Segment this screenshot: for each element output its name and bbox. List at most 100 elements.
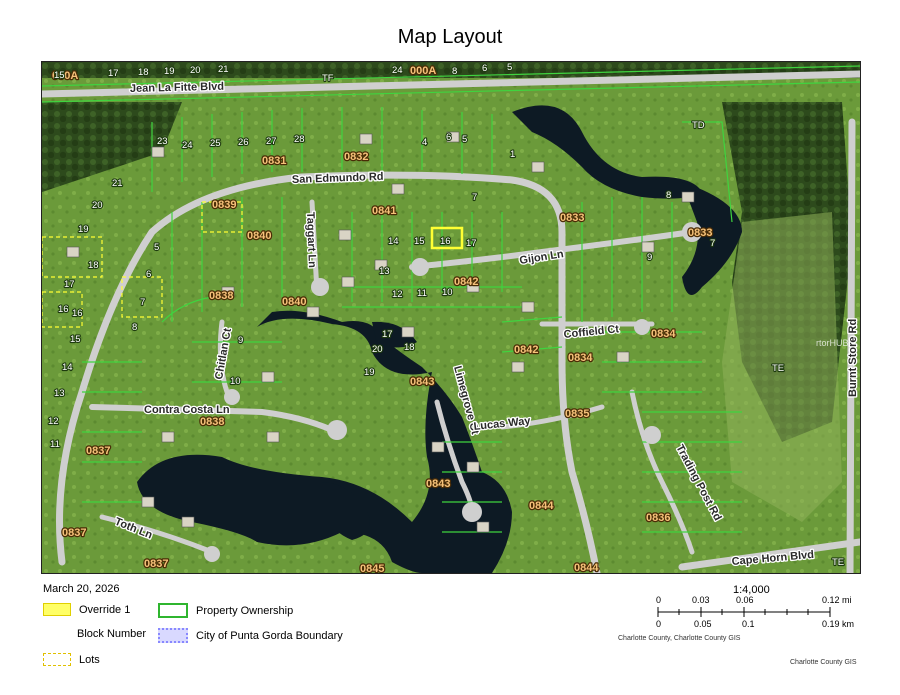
override-swatch (43, 603, 71, 616)
block-label: 0836 (646, 512, 670, 524)
lot-number: 18 (404, 342, 415, 353)
lot-number: 19 (364, 367, 375, 378)
lot-number: 9 (647, 252, 652, 263)
block-label: 0837 (86, 445, 110, 457)
legend-property-label: Property Ownership (196, 604, 294, 617)
legend-lots: Lots (43, 653, 100, 666)
block-label: 0839 (212, 199, 236, 211)
lot-number: 4 (422, 137, 427, 148)
map-date: March 20, 2026 (43, 583, 120, 595)
road-label-taggart: Taggart Ln (304, 212, 318, 269)
block-label: 0835 (565, 408, 589, 420)
block-label: 0833 (560, 212, 584, 224)
lot-number: 28 (294, 134, 305, 145)
scale-mi-tick: 0.03 (692, 595, 710, 605)
lot-number: 6 (482, 63, 487, 74)
road-label-san-edmundo: San Edmundo Rd (292, 171, 384, 186)
lot-number: 21 (218, 64, 229, 75)
lot-number: 11 (50, 439, 60, 450)
lot-number: 10 (230, 376, 241, 387)
lot-number: 8 (452, 66, 457, 77)
scale-km-tick: 0.05 (694, 619, 712, 629)
scale-mi-tick: 0 (656, 595, 661, 605)
lot-number: 12 (48, 416, 59, 427)
watermark-text: rtorHUB (816, 338, 849, 348)
override-parcel[interactable] (430, 226, 464, 250)
scale-km-tick: 0.19 km (822, 619, 854, 629)
map-view[interactable]: Jean La Fitte Blvd San Edmundo Rd Taggar… (41, 61, 861, 574)
block-label: 0841 (372, 205, 396, 217)
map-title: Map Layout (397, 26, 503, 48)
lot-number: 5 (154, 242, 159, 253)
scale-km-tick: 0.1 (742, 619, 755, 629)
lot-number: 11 (417, 288, 427, 299)
lot-dashes (42, 201, 243, 328)
legend-block-number-label: Block Number (77, 628, 147, 640)
block-label: 0834 (568, 352, 593, 364)
legend-boundary-label: City of Punta Gorda Boundary (196, 629, 343, 642)
source-credit-secondary: Charlotte County GIS (790, 659, 857, 666)
block-label: 0833 (688, 227, 712, 239)
road-label-jean-la-fitte: Jean La Fitte Blvd (130, 81, 224, 95)
block-label: 0832 (344, 151, 368, 163)
lot-number: 24 (182, 140, 193, 151)
open-field-east (722, 212, 842, 522)
block-label: 0834 (651, 328, 676, 340)
cul-de-sacs (204, 222, 702, 562)
legend-override-label: Override 1 (79, 603, 131, 616)
lot-number: 7 (140, 297, 145, 308)
lot-number: 15 (54, 70, 65, 81)
property-swatch (158, 603, 188, 618)
legend-lots-label: Lots (79, 653, 100, 666)
lots-swatch (43, 653, 71, 666)
block-label: 000A (410, 65, 436, 77)
block-label: 0844 (529, 500, 554, 512)
lot-number: 20 (190, 65, 201, 76)
lot-number: 14 (62, 362, 73, 373)
lot-number: 15 (414, 236, 425, 247)
road-label-contra-costa: Contra Costa Ln (144, 404, 230, 416)
block-label: 0843 (410, 376, 434, 388)
scale-km-tick: 0 (656, 619, 661, 629)
lot-number: 13 (54, 388, 65, 399)
lot-number: 25 (210, 138, 221, 149)
scale-mi-tick: 0.12 mi (822, 595, 852, 605)
lot-number: 6 (146, 269, 151, 280)
lot-number: 21 (112, 178, 123, 189)
legend-property: Property Ownership (158, 603, 293, 618)
block-label: 0838 (209, 290, 233, 302)
legend-boundary: City of Punta Gorda Boundary (158, 628, 343, 643)
zone-label: TF (322, 73, 334, 84)
lot-number: 12 (392, 289, 403, 300)
lot-number: 6 (446, 132, 451, 143)
block-label: 0838 (200, 416, 224, 428)
lot-number: 23 (157, 136, 168, 147)
lot-number: 27 (266, 136, 277, 147)
lot-number: 8 (666, 190, 671, 201)
block-label: 0837 (62, 527, 86, 539)
lot-number: 16 (58, 304, 69, 315)
parcel-lines (42, 65, 860, 533)
zone-label: TE (832, 557, 844, 568)
boundary-swatch (158, 628, 188, 643)
lot-number: 9 (238, 335, 243, 346)
forest-west (42, 102, 182, 192)
lot-number: 14 (388, 236, 399, 247)
lot-number: 19 (164, 66, 175, 77)
lot-number: 7 (710, 238, 715, 249)
block-label: 0842 (514, 344, 538, 356)
scale-bar: 0 0.03 0.06 0.12 mi 0 0.05 0.1 0.19 km (656, 595, 854, 629)
roads (42, 70, 860, 573)
lot-number: 17 (108, 68, 119, 79)
block-label: 0844 (574, 562, 599, 573)
block-label: 0842 (454, 276, 478, 288)
block-label: 0831 (262, 155, 286, 167)
lot-number: 15 (70, 334, 81, 345)
lot-number: 26 (238, 137, 249, 148)
source-credit: Charlotte County, Charlotte County GIS (618, 635, 741, 642)
lot-number: 18 (88, 260, 99, 271)
lot-number: 24 (392, 65, 403, 76)
block-labels: 000A 000A 0831 0832 0839 0840 0841 0840 … (51, 64, 714, 573)
lot-number: 16 (72, 308, 83, 319)
lot-number: 7 (472, 192, 477, 203)
